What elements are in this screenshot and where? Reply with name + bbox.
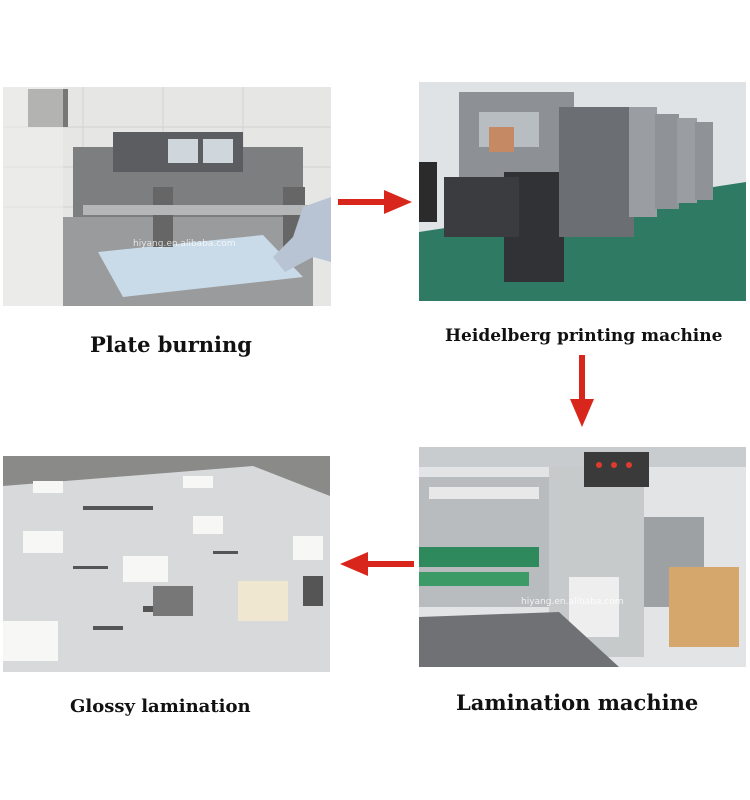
caption-heidelberg-printing-machine: Heidelberg printing machine [445, 326, 723, 346]
arrow-right-icon [338, 190, 412, 214]
arrow-left-icon [340, 552, 414, 576]
caption-lamination-machine: Lamination machine [456, 690, 699, 715]
watermark-text: hiyang.en.alibaba.com [521, 597, 624, 607]
glossy-lamination-photo [3, 456, 330, 672]
plate-burning-photo: hiyang.en.alibaba.com [3, 87, 331, 306]
watermark-text: hiyang.en.alibaba.com [133, 239, 236, 249]
caption-glossy-lamination: Glossy lamination [70, 696, 251, 717]
arrow-down-icon [570, 355, 594, 427]
heidelberg-printing-machine-photo [419, 82, 746, 301]
lamination-machine-photo: hiyang.en.alibaba.com [419, 447, 746, 667]
caption-plate-burning: Plate burning [90, 332, 252, 357]
